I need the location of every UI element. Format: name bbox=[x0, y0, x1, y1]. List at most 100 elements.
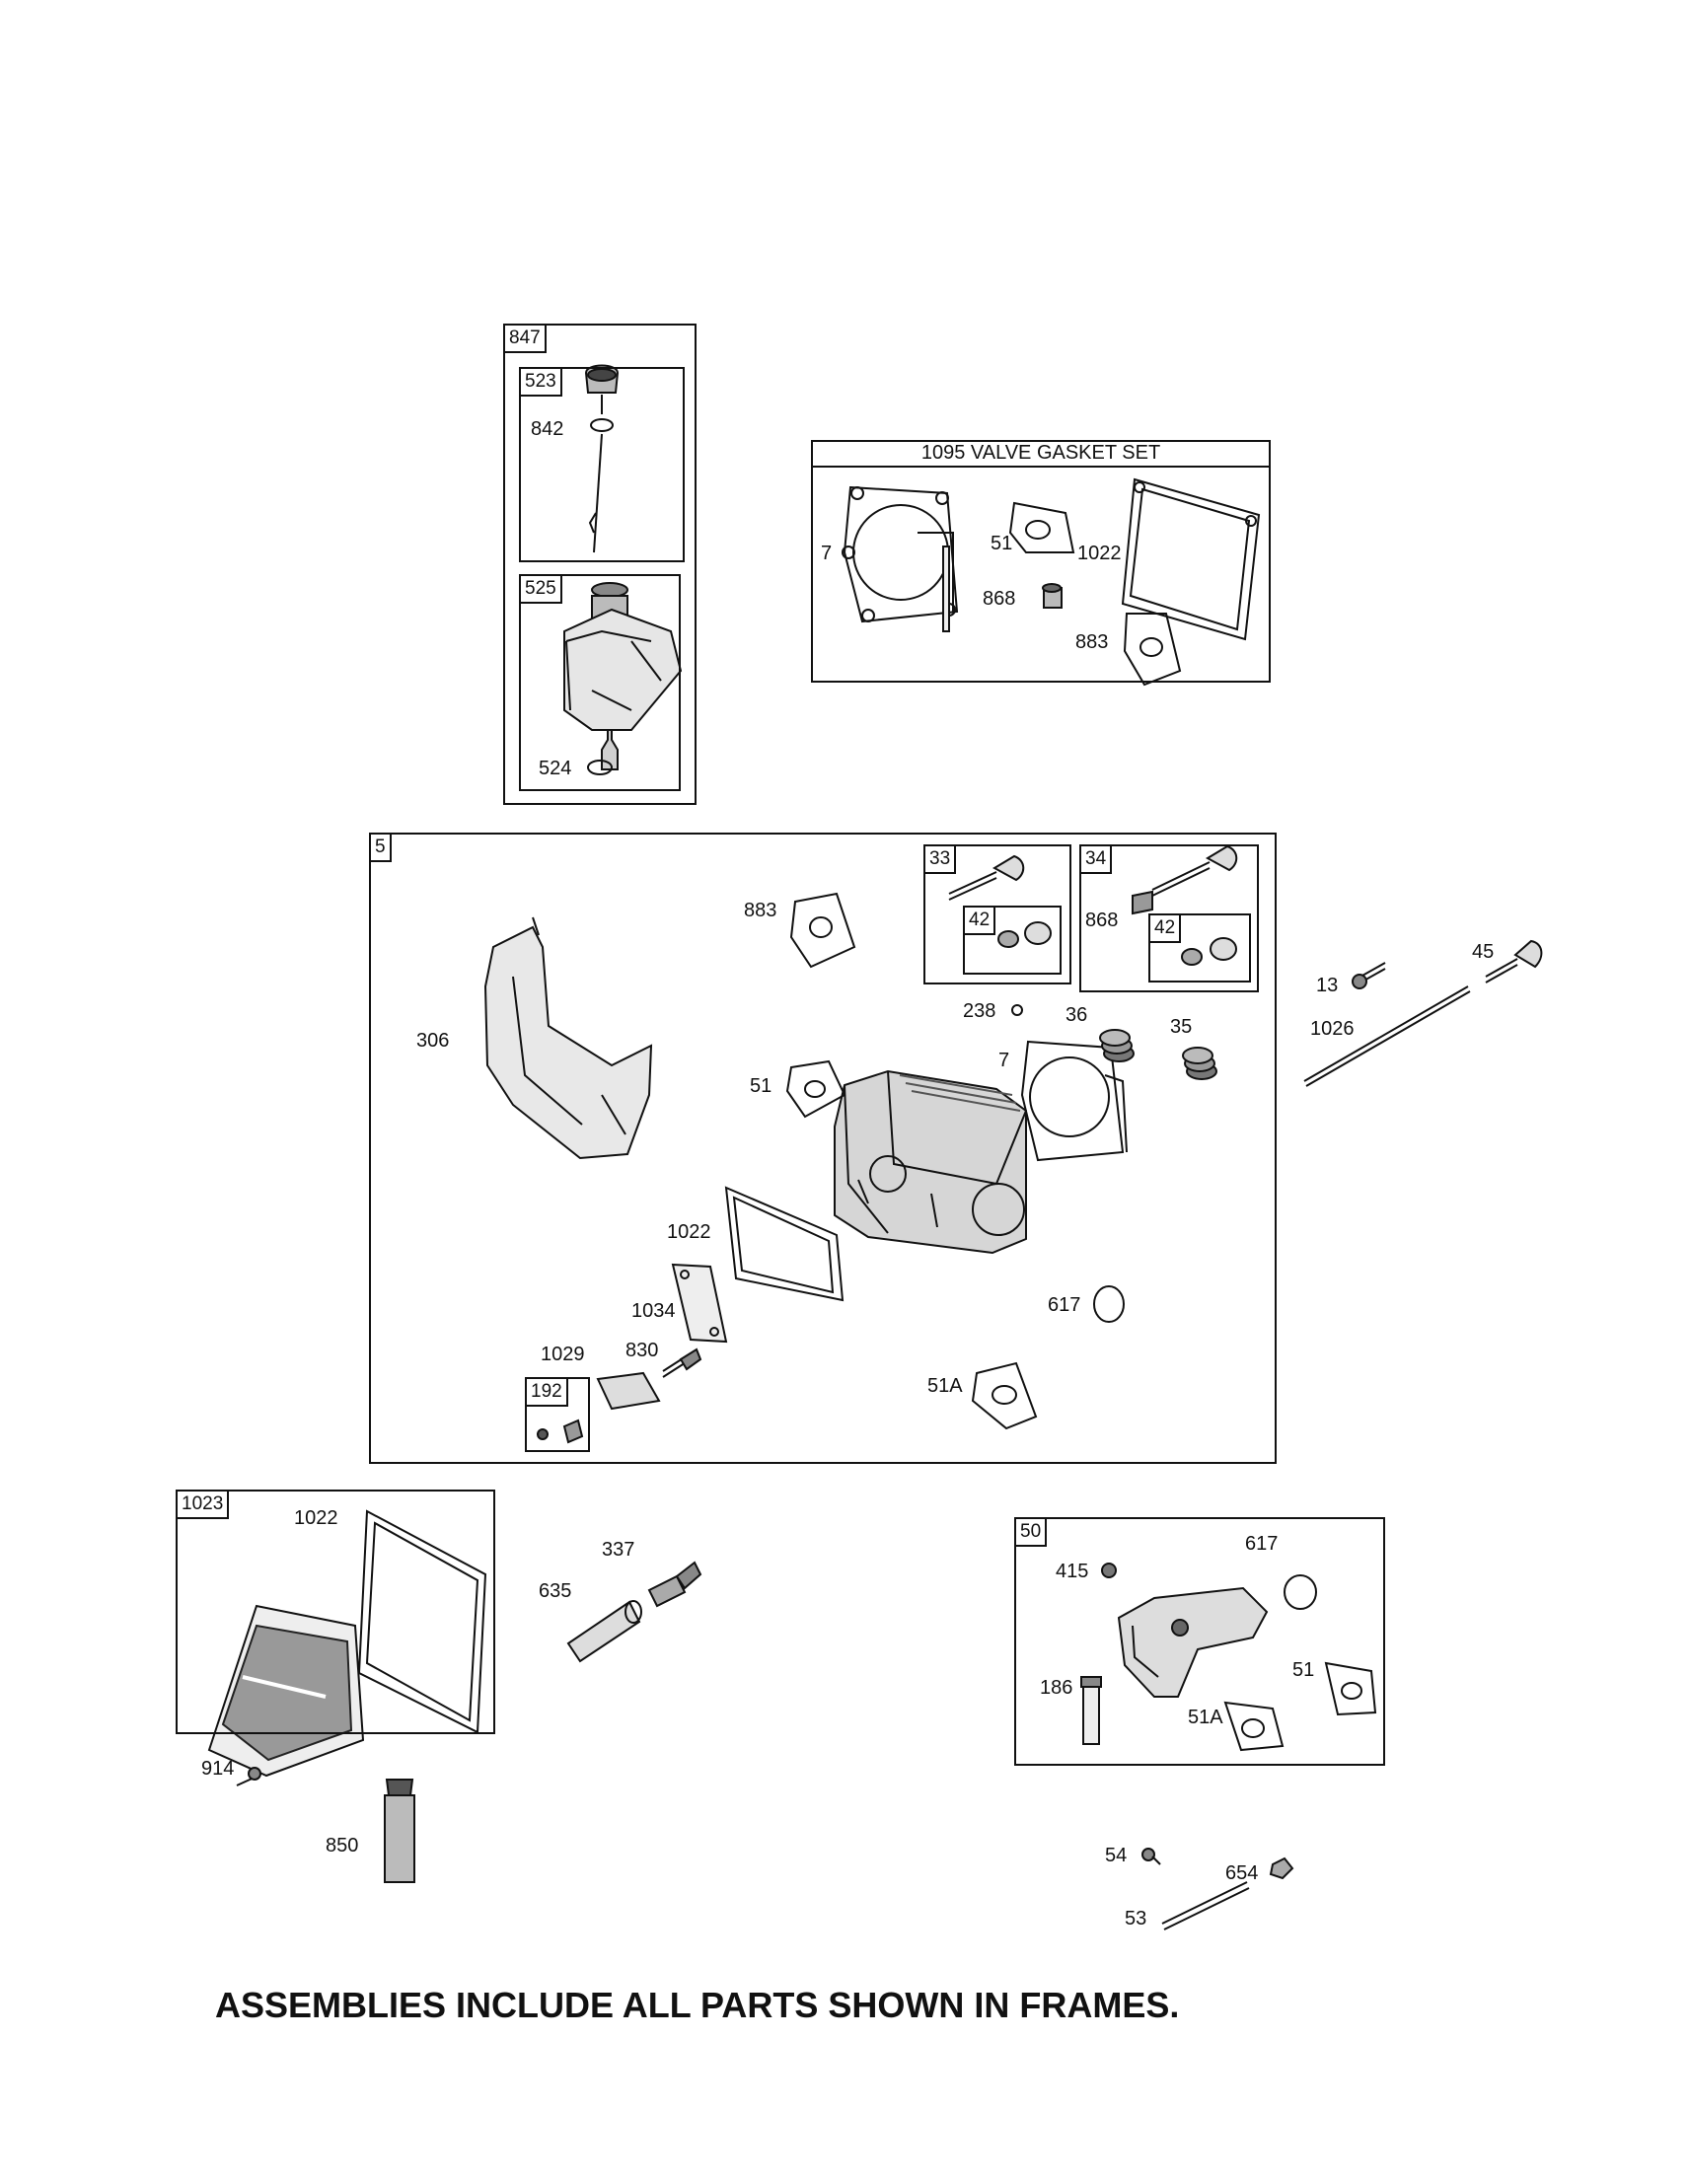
label-868: 868 bbox=[1085, 910, 1119, 931]
frame-1023 bbox=[176, 1490, 495, 1734]
frame-50-tag: 50 bbox=[1014, 1517, 1048, 1547]
label-842: 842 bbox=[531, 418, 564, 440]
bolt-54 bbox=[1142, 1849, 1160, 1864]
rocker-cover-gasket-1022-part bbox=[726, 1188, 843, 1300]
plug-415 bbox=[1102, 1564, 1116, 1577]
frame-523-tag: 523 bbox=[519, 367, 562, 397]
label-337: 337 bbox=[602, 1539, 635, 1561]
label-51A: 51A bbox=[927, 1375, 963, 1397]
exhaust-gasket-883 bbox=[1125, 614, 1180, 685]
frame-523 bbox=[519, 367, 685, 562]
label-1034: 1034 bbox=[631, 1300, 676, 1322]
gasket-51-r bbox=[1326, 1663, 1375, 1714]
o-ring-617-r bbox=[1285, 1575, 1316, 1609]
frame-42a bbox=[963, 906, 1062, 975]
frame-5 bbox=[369, 833, 1277, 1464]
label-51: 51 bbox=[750, 1075, 772, 1097]
gasket-1029 bbox=[598, 1373, 659, 1409]
cylinder-head bbox=[835, 1071, 1026, 1253]
frame-42b-tag: 42 bbox=[1148, 913, 1182, 943]
label-306: 306 bbox=[416, 1030, 450, 1052]
label-654: 654 bbox=[1225, 1862, 1259, 1884]
valve-33 bbox=[949, 856, 1023, 900]
label-238: 238 bbox=[963, 1000, 996, 1022]
label-7: 7 bbox=[998, 1050, 1010, 1071]
gasket-51A bbox=[973, 1363, 1036, 1428]
o-ring-842 bbox=[591, 419, 613, 431]
frame-50 bbox=[1014, 1517, 1385, 1766]
head-gasket-7-part bbox=[1022, 1042, 1127, 1160]
label-1026: 1026 bbox=[1310, 1018, 1355, 1040]
label-635: 635 bbox=[539, 1580, 572, 1602]
frame-34 bbox=[1079, 844, 1259, 992]
breather-gasket-51-part bbox=[787, 1061, 845, 1117]
cover-gasket-1022 bbox=[1123, 479, 1259, 639]
valve-seal-868 bbox=[1043, 584, 1062, 608]
nut-654 bbox=[1271, 1858, 1292, 1878]
screw-192 bbox=[538, 1420, 582, 1442]
screw-914 bbox=[237, 1768, 260, 1785]
frame-gasket-set bbox=[811, 440, 1271, 683]
spring-36 bbox=[1100, 1030, 1134, 1061]
label-415: 415 bbox=[1056, 1561, 1089, 1582]
label-53: 53 bbox=[1125, 1908, 1147, 1929]
label-45: 45 bbox=[1472, 941, 1495, 963]
o-ring-524 bbox=[588, 761, 612, 774]
frame-33-tag: 33 bbox=[923, 844, 957, 874]
frame-5-tag: 5 bbox=[369, 833, 392, 862]
fitting-830 bbox=[663, 1349, 700, 1377]
label-13: 13 bbox=[1316, 975, 1339, 996]
frame-34-tag: 34 bbox=[1079, 844, 1113, 874]
label-850: 850 bbox=[326, 1835, 359, 1856]
gasket-883-part bbox=[791, 894, 854, 967]
label-1029: 1029 bbox=[541, 1344, 585, 1365]
valve-keeper-42b bbox=[1182, 938, 1236, 965]
label-gasket-51: 51 bbox=[991, 533, 1013, 554]
valve-45 bbox=[1486, 941, 1541, 983]
boot-635 bbox=[568, 1601, 641, 1661]
gasket-set-title: 1095 VALVE GASKET SET bbox=[811, 440, 1271, 468]
frame-847 bbox=[503, 324, 697, 805]
label-gasket-7: 7 bbox=[821, 543, 833, 564]
push-rod-1026 bbox=[1304, 986, 1470, 1086]
label-830: 830 bbox=[625, 1340, 659, 1361]
dipstick-tube-part bbox=[564, 583, 681, 769]
label-617: 617 bbox=[1048, 1294, 1081, 1316]
valve-keeper-42a bbox=[998, 922, 1051, 947]
label-36: 36 bbox=[1065, 1004, 1088, 1026]
bolt-13 bbox=[1353, 963, 1385, 988]
label-51A-r: 51A bbox=[1188, 1707, 1223, 1728]
sealant-tube-850 bbox=[385, 1780, 414, 1882]
manifold-50 bbox=[1119, 1588, 1267, 1697]
spring-35 bbox=[1183, 1048, 1216, 1079]
frame-33 bbox=[923, 844, 1071, 984]
gasket-51A-r bbox=[1225, 1703, 1283, 1750]
frame-525 bbox=[519, 574, 681, 791]
label-914: 914 bbox=[201, 1758, 235, 1780]
frame-42a-tag: 42 bbox=[963, 906, 996, 935]
label-gasket-868: 868 bbox=[983, 588, 1016, 610]
o-ring-617 bbox=[1094, 1286, 1124, 1322]
baffle-306 bbox=[485, 917, 651, 1158]
label-186: 186 bbox=[1040, 1677, 1073, 1699]
intake-gasket-51 bbox=[1010, 503, 1073, 552]
valve-186 bbox=[1081, 1677, 1101, 1744]
stud-53 bbox=[1162, 1882, 1249, 1929]
frame-42b bbox=[1148, 913, 1251, 983]
label-883: 883 bbox=[744, 900, 777, 921]
label-1022: 1022 bbox=[667, 1221, 711, 1243]
frame-192-tag: 192 bbox=[525, 1377, 568, 1407]
frame-525-tag: 525 bbox=[519, 574, 562, 604]
label-51-r: 51 bbox=[1292, 1659, 1315, 1681]
dipstick-part bbox=[586, 366, 618, 553]
ball-238 bbox=[1012, 1005, 1022, 1015]
label-617-r: 617 bbox=[1245, 1533, 1279, 1555]
head-gasket-7 bbox=[843, 487, 957, 631]
frame-1023-tag: 1023 bbox=[176, 1490, 230, 1519]
frame-847-tag: 847 bbox=[503, 324, 547, 353]
label-1022-q: 1022 bbox=[294, 1507, 338, 1529]
label-gasket-883: 883 bbox=[1075, 631, 1109, 653]
label-gasket-1022: 1022 bbox=[1077, 543, 1122, 564]
assembly-note: ASSEMBLIES INCLUDE ALL PARTS SHOWN IN FR… bbox=[215, 1985, 1180, 2025]
